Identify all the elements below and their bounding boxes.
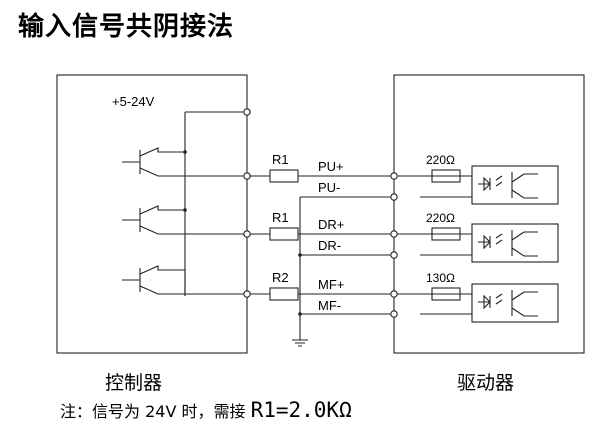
signal-pu-minus: PU- [318, 180, 340, 195]
channel-1-wires [240, 169, 462, 201]
driver-channel-3 [420, 283, 559, 323]
transistor-3 [122, 265, 240, 296]
resistor-label-3: R2 [272, 270, 289, 285]
driver-resistor-label-2: 220Ω [426, 211, 455, 225]
channel-3-wires [240, 287, 462, 318]
driver-box [393, 74, 585, 354]
driver-resistor-label-3: 130Ω [426, 271, 455, 285]
note-formula: R1=2.0KΩ [250, 398, 352, 422]
signal-mf-plus: MF+ [318, 277, 344, 292]
transistor-1 [122, 147, 240, 177]
driver-resistor-label-1: 220Ω [426, 153, 455, 167]
resistor-label-2: R1 [272, 210, 289, 225]
controller-caption: 控制器 [105, 372, 163, 394]
resistor-r1-dr [269, 227, 299, 241]
supply-label: +5-24V [112, 94, 155, 109]
driver-caption: 驱动器 [457, 372, 515, 394]
supply-terminal [243, 108, 251, 116]
signal-mf-minus: MF- [318, 298, 341, 313]
signal-pu-plus: PU+ [318, 159, 344, 174]
driver-channel-1 [420, 165, 559, 205]
controller-box [56, 74, 248, 354]
ground-icon [292, 339, 308, 347]
resistor-r2-mf [269, 287, 299, 301]
diagram-title: 输入信号共阴接法 [18, 12, 235, 42]
signal-dr-plus: DR+ [318, 217, 344, 232]
note-text: 注：信号为 24V 时，需接 R1=2.0KΩ [60, 398, 352, 422]
channel-2-wires [240, 227, 462, 259]
resistor-r1-pu [269, 169, 299, 183]
resistor-label-1: R1 [272, 152, 289, 167]
supply-rail [184, 111, 247, 296]
signal-dr-minus: DR- [318, 238, 341, 253]
note-prefix: 注：信号为 24V 时，需接 [60, 402, 246, 421]
transistor-2 [122, 205, 240, 235]
driver-channel-2 [420, 223, 559, 263]
